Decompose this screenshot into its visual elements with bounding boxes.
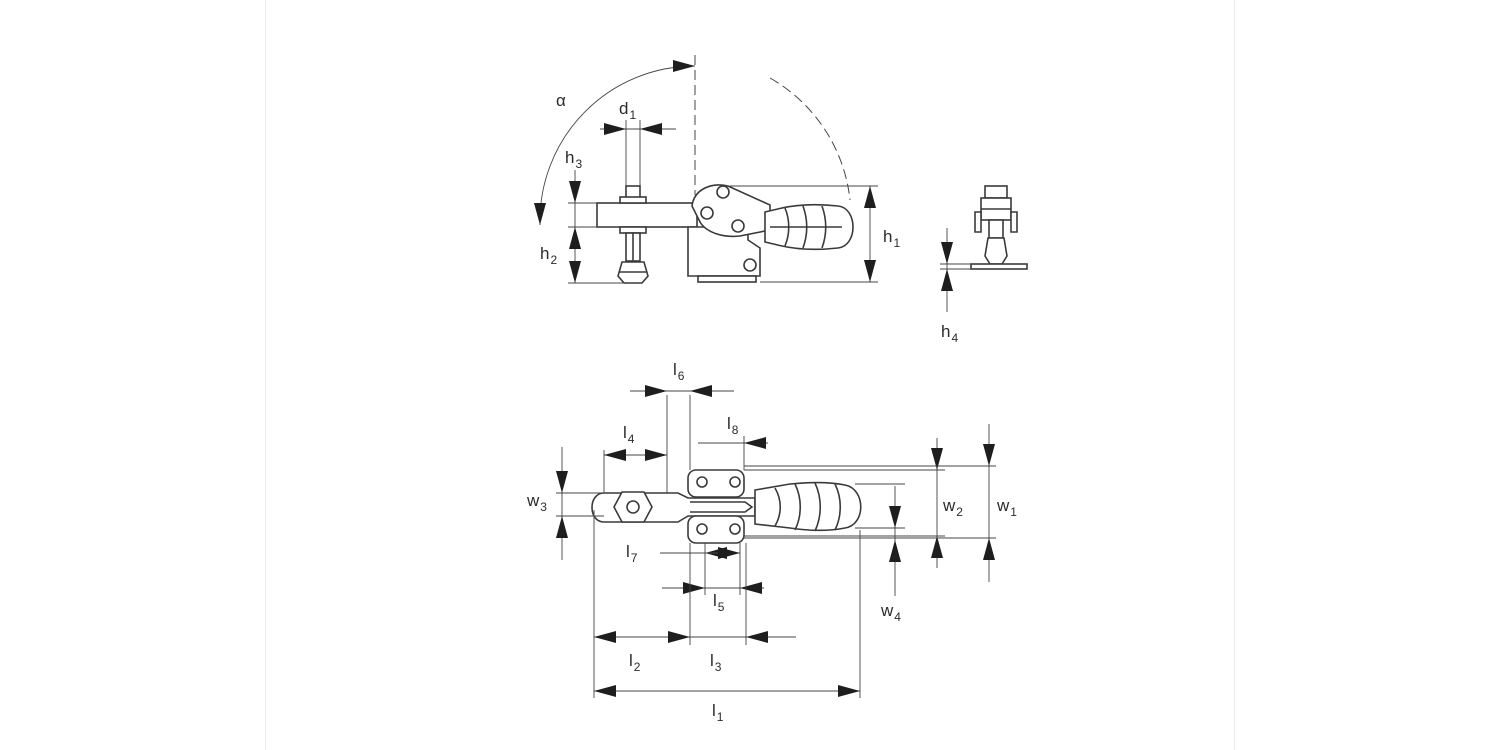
alpha-arc xyxy=(539,65,696,226)
page-border-right xyxy=(1234,0,1235,750)
label-l7: l7 xyxy=(626,542,638,565)
label-w4: w4 xyxy=(880,601,901,624)
top-view xyxy=(556,385,996,698)
swing-arc xyxy=(769,77,851,201)
label-w2: w2 xyxy=(942,496,963,519)
page-border-left xyxy=(265,0,266,750)
label-h2: h2 xyxy=(540,244,557,267)
label-h3: h3 xyxy=(565,148,582,171)
hex-nut xyxy=(613,491,653,523)
dimension-labels: α d1 h3 h2 h1 h4 l6 l4 l8 l7 l5 l2 l3 l1… xyxy=(526,91,1017,724)
label-w3: w3 xyxy=(526,491,547,514)
label-d1: d1 xyxy=(619,99,636,122)
front-view xyxy=(940,185,1028,312)
label-w1: w1 xyxy=(996,496,1017,519)
handle-top xyxy=(754,481,862,532)
clamp-arm xyxy=(596,202,698,228)
label-l3: l3 xyxy=(710,651,722,674)
side-view xyxy=(534,55,878,284)
label-alpha: α xyxy=(556,91,566,110)
label-h4: h4 xyxy=(941,322,958,345)
base-plate xyxy=(970,263,1028,270)
label-l4: l4 xyxy=(623,423,635,446)
label-l5: l5 xyxy=(713,591,725,614)
label-h1: h1 xyxy=(883,227,900,250)
label-l1: l1 xyxy=(712,701,724,724)
label-l6: l6 xyxy=(673,360,685,383)
label-l2: l2 xyxy=(629,651,641,674)
label-l8: l8 xyxy=(727,414,739,437)
